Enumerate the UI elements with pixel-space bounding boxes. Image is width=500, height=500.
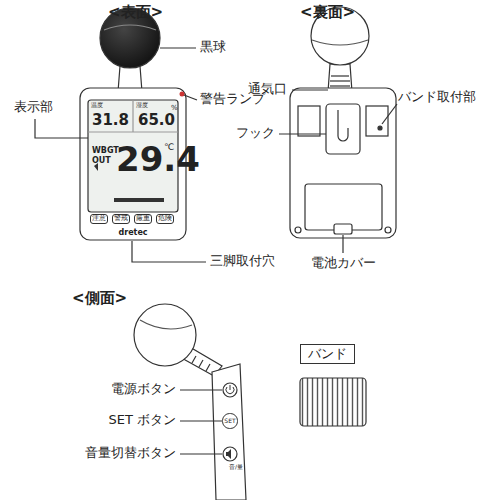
- lcd-caption: 湿度: [136, 102, 148, 109]
- lcd-caption: OUT: [92, 156, 111, 165]
- node-text: 警戒: [114, 215, 128, 223]
- lcd-unit: ℃: [164, 142, 174, 152]
- brand-logo: dretec: [118, 228, 147, 237]
- set-button: SET: [222, 413, 237, 428]
- button-caption: 音/量: [229, 464, 243, 471]
- part-label: 電池カバー: [311, 256, 376, 271]
- part-label: SET ボタン: [108, 413, 176, 428]
- part-label: 三脚取付穴: [210, 254, 275, 269]
- lcd-value: 65.0: [138, 112, 175, 129]
- lcd-value: 29.4: [116, 140, 200, 179]
- part-label: 音量切替ボタン: [85, 446, 176, 461]
- lcd-caption: 温度: [91, 102, 103, 109]
- node-text: 注意: [92, 215, 106, 223]
- node-text: SET: [224, 418, 235, 425]
- section-heading: <裏面>: [300, 4, 355, 21]
- part-label: 表示部: [14, 100, 53, 115]
- node-text: バンド: [308, 347, 347, 361]
- node-text: 厳重: [136, 215, 150, 223]
- level-indicator: 注意: [90, 214, 108, 224]
- level-indicator: 厳重: [134, 214, 152, 224]
- level-indicator: 警戒: [112, 214, 130, 224]
- section-heading: <表面>: [108, 4, 163, 21]
- part-label: バンド取付部: [398, 90, 476, 105]
- band-box: バンド: [300, 344, 355, 364]
- part-label: 電源ボタン: [111, 382, 176, 397]
- part-label: 通気口: [248, 82, 287, 97]
- part-label: 黒球: [200, 40, 226, 55]
- node-text: 危険: [158, 215, 172, 223]
- part-label: フック: [236, 126, 275, 141]
- lcd-value: 31.8: [92, 112, 129, 129]
- level-indicator: 危険: [156, 214, 174, 224]
- lcd-unit: %: [171, 104, 178, 112]
- section-heading: <側面>: [72, 290, 127, 307]
- lcd-caption: WBGT: [92, 146, 119, 155]
